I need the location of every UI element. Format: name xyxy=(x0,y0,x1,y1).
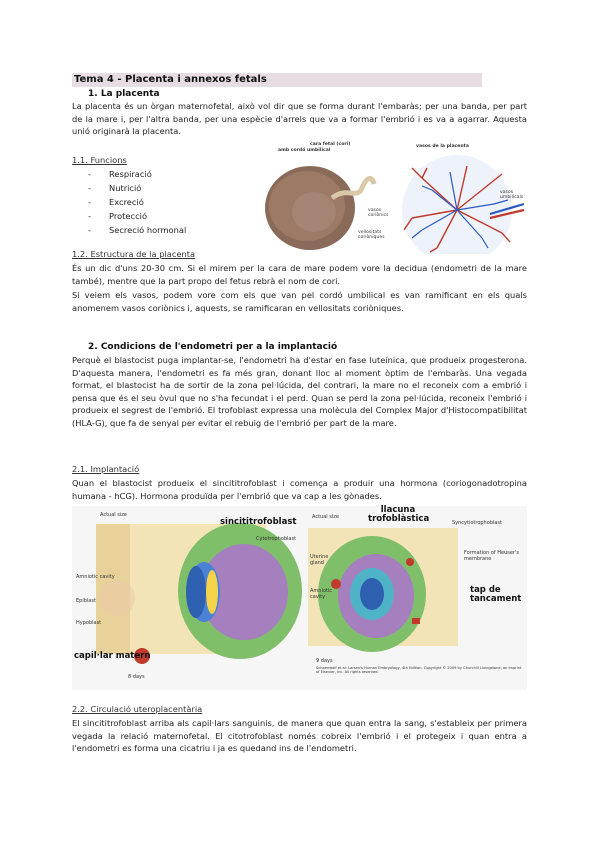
label-syncytiotrophoblast: Syncytiotrophoblast xyxy=(452,520,502,526)
list-item: Excreció xyxy=(88,195,186,209)
subsection-1-2: 1.2. Estructura de la placenta xyxy=(72,249,196,259)
label-chorion: vasos coriònics xyxy=(368,208,389,219)
placenta-illustration xyxy=(262,138,530,265)
section-1-heading: 1. La placenta xyxy=(88,89,160,99)
list-item: Secreció hormonal xyxy=(88,223,186,237)
label-cytotrophoblast: Cytotrophoblast xyxy=(256,536,297,542)
section-1-intro: La placenta és un òrgan maternofetal, ai… xyxy=(72,101,527,137)
label-llacuna: llacuna trofoblàstica xyxy=(368,505,430,524)
subsection-2-1: 2.1. Implantació xyxy=(72,464,140,474)
title-highlight xyxy=(72,73,482,87)
list-item: Nutrició xyxy=(88,181,186,195)
structure-paragraph-1: És un dic d'uns 20-30 cm. Si el mirem pe… xyxy=(72,263,527,286)
label-hypoblast: Hypoblast xyxy=(76,620,102,626)
structure-paragraph-2: Si veiem els vasos, podem vore com els q… xyxy=(72,290,527,313)
placenta-figure: cara fetal (cori) amb cordó umbilical va… xyxy=(262,138,530,265)
label-vessels: vasos de la placenta xyxy=(416,144,469,149)
label-villi: vellositats coriòniques xyxy=(358,230,385,241)
figure-credit: Schoenwolf et al: Larsen's Human Embryol… xyxy=(316,666,522,675)
implantation-illustration xyxy=(96,523,458,664)
label-tap: tap de tancament xyxy=(470,585,522,604)
label-actual-size: Actual size xyxy=(100,512,127,518)
label-actual-size-2: Actual size xyxy=(312,514,339,520)
subsection-1-1: 1.1. Funcions xyxy=(72,155,127,165)
implantation-paragraph: Quan el blastocist produeix el sincititr… xyxy=(72,478,527,501)
section-2-heading: 2. Condicions de l'endometri per a la im… xyxy=(88,342,338,352)
label-heuser: Formation of Heuser's membrane xyxy=(464,550,519,562)
implantation-figure: Actual size sincititrofoblast Cytotropho… xyxy=(72,506,527,690)
label-amniotic-cavity-2: Amniotic cavity xyxy=(310,588,333,600)
label-sincititrofoblast: sincititrofoblast xyxy=(220,517,297,527)
label-9-days: 9 days xyxy=(316,658,333,664)
label-amniotic-cavity: Amniotic cavity xyxy=(76,574,115,580)
functions-list: Respiració Nutrició Excreció Protecció S… xyxy=(88,167,186,237)
label-uterine-gland: Uterine gland xyxy=(310,554,329,566)
circulation-paragraph: El sincititrofoblast arriba als capil·la… xyxy=(72,718,527,754)
page-title: Tema 4 - Placenta i annexos fetals xyxy=(74,74,267,85)
label-8-days: 8 days xyxy=(128,674,145,680)
label-epiblast: Epiblast xyxy=(76,598,96,604)
list-item: Protecció xyxy=(88,209,186,223)
label-capil-matern: capil·lar matern xyxy=(74,651,151,661)
list-item: Respiració xyxy=(88,167,186,181)
label-cord: amb cordó umbilical xyxy=(278,148,331,153)
section-2-paragraph: Perquè el blastocist puga implantar-se, … xyxy=(72,355,527,428)
label-fetal-face: cara fetal (cori) xyxy=(310,142,351,147)
subsection-2-2: 2.2. Circulació uteroplacentària xyxy=(72,704,203,714)
label-umbilical: vasos umbilicals xyxy=(500,190,524,201)
